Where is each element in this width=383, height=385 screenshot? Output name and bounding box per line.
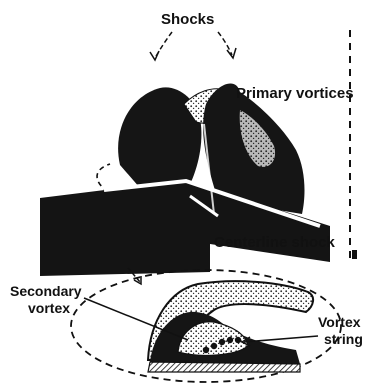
secondary-vortex-label-line1: Secondary <box>10 283 82 299</box>
centerline-marker <box>352 250 357 259</box>
secondary-vortex-label-line2: vortex <box>28 300 70 316</box>
vortex-string-leader <box>244 336 318 342</box>
shocks-label: Shocks <box>161 11 214 28</box>
shocks-arrows <box>150 32 236 60</box>
vortex-string-label-line2: string <box>324 331 363 347</box>
vortex-string-label-line1: Vortex <box>318 314 361 330</box>
primary-vortices-label: Primary vortices <box>236 85 354 102</box>
centerline-shock-label: Centerline shock <box>214 234 336 251</box>
inset-surface-hatch <box>148 362 300 372</box>
